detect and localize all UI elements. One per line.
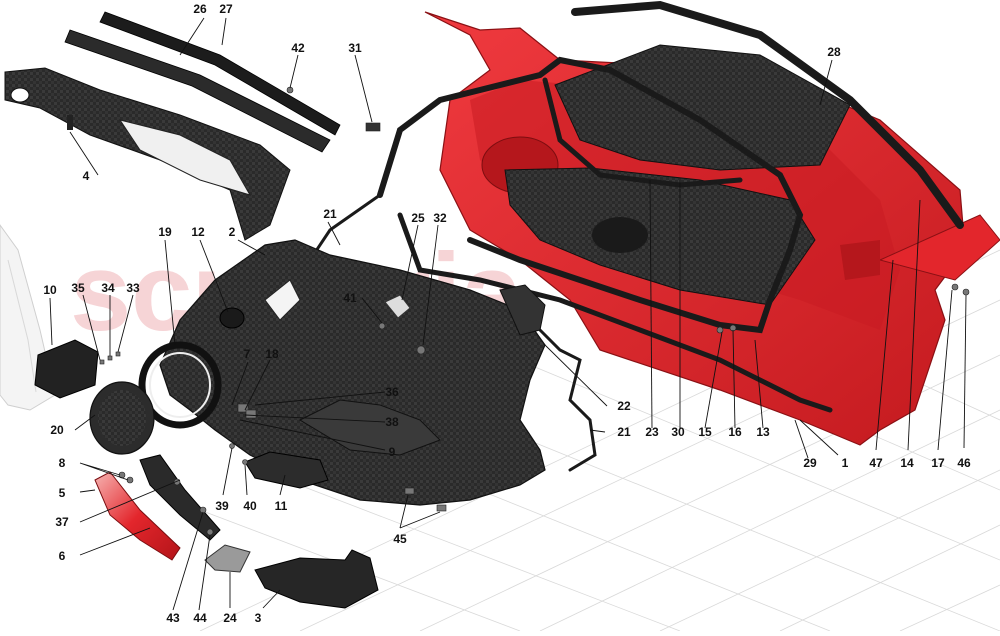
callout-1: 1 [842, 456, 849, 470]
callout-9: 9 [389, 445, 396, 459]
callout-12: 12 [191, 225, 205, 239]
callout-44: 44 [193, 611, 207, 625]
callout-30: 30 [671, 425, 685, 439]
callout-46: 46 [957, 456, 971, 470]
callout-15: 15 [698, 425, 712, 439]
callout-24: 24 [223, 611, 237, 625]
bracket-part-10 [34, 339, 99, 399]
upper-trim-panel [4, 67, 291, 241]
callout-5: 5 [59, 486, 66, 500]
callout-36: 36 [385, 385, 399, 399]
armrest [254, 549, 379, 609]
callout-41: 41 [343, 291, 357, 305]
door-inner-panel [504, 44, 851, 306]
callout-2: 2 [229, 225, 236, 239]
callout-7: 7 [244, 347, 251, 361]
window-scraper-strips [64, 11, 341, 153]
callout-45: 45 [393, 532, 407, 546]
callout-33: 33 [126, 281, 140, 295]
callout-28: 28 [827, 45, 841, 59]
callout-11: 11 [275, 499, 288, 513]
callout-16: 16 [728, 425, 742, 439]
speaker-grille [89, 381, 155, 455]
callout-14: 14 [900, 456, 914, 470]
callout-21a: 21 [323, 207, 337, 221]
callout-8: 8 [59, 456, 66, 470]
callout-47: 47 [869, 456, 883, 470]
handle-trim-red [94, 471, 181, 561]
callout-39: 39 [215, 499, 229, 513]
callout-29: 29 [803, 456, 817, 470]
callout-25: 25 [411, 211, 425, 225]
callout-27: 27 [219, 2, 233, 16]
leader-lines [49, 17, 967, 611]
callout-17: 17 [931, 456, 945, 470]
bracket-part-24 [204, 544, 251, 573]
callout-40: 40 [243, 499, 257, 513]
handle-insert [139, 454, 221, 541]
callout-10: 10 [43, 283, 57, 297]
callout-43: 43 [166, 611, 180, 625]
callout-21b: 21 [617, 425, 631, 439]
callout-20: 20 [50, 423, 64, 437]
callout-19: 19 [158, 225, 172, 239]
callout-22: 22 [617, 399, 631, 413]
callout-37: 37 [55, 515, 69, 529]
callout-35: 35 [71, 281, 85, 295]
callout-23: 23 [645, 425, 659, 439]
callout-26: 26 [193, 2, 207, 16]
callout-31: 31 [348, 41, 362, 55]
callout-6: 6 [59, 549, 66, 563]
door-seals [308, 0, 964, 472]
callout-32: 32 [433, 211, 447, 225]
callout-42: 42 [291, 41, 305, 55]
callout-38: 38 [385, 415, 399, 429]
callout-13: 13 [756, 425, 770, 439]
callout-34: 34 [101, 281, 115, 295]
door-pull [244, 451, 329, 489]
inner-trim-panel [159, 239, 546, 506]
callout-4: 4 [83, 169, 90, 183]
callout-18: 18 [265, 347, 279, 361]
callouts: 1 2 3 4 5 6 7 8 9 10 11 12 13 14 15 16 1… [43, 2, 971, 625]
callout-3: 3 [255, 611, 262, 625]
speaker-ring [138, 341, 222, 429]
